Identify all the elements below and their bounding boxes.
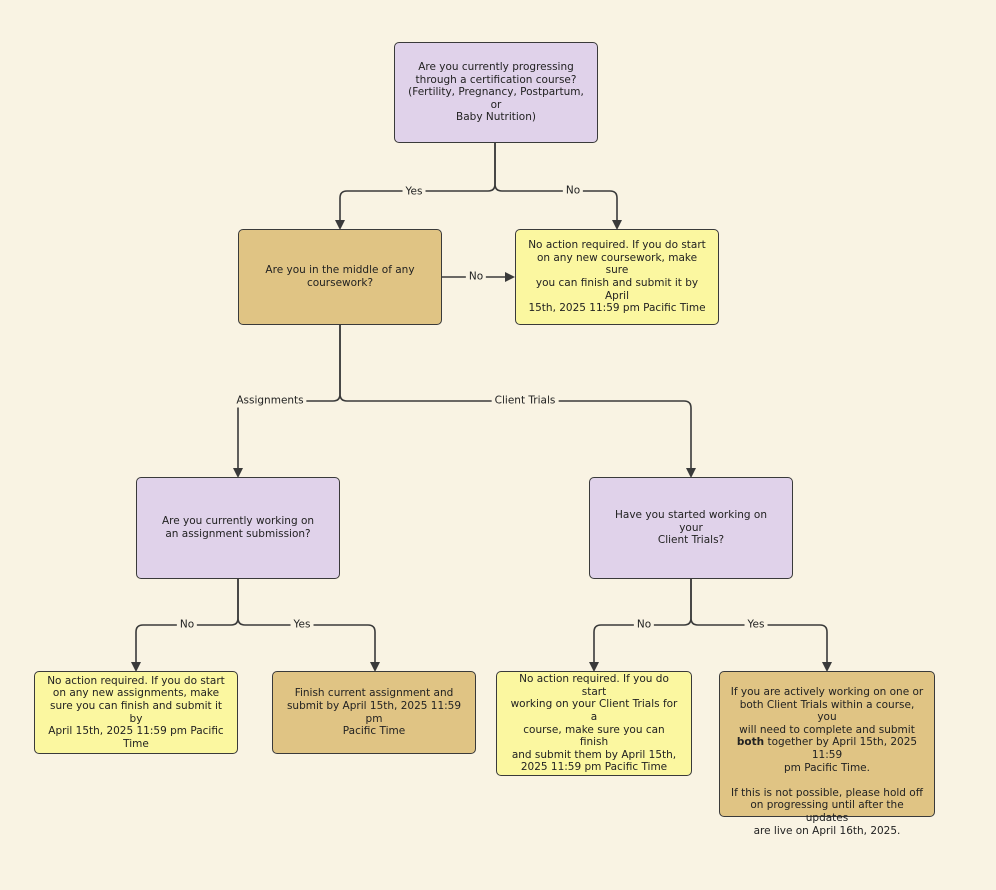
node-coursework-question: Are you in the middle of any coursework?	[238, 229, 442, 325]
client-trials-line-4: together by April 15th, 2025 11:59	[764, 736, 918, 761]
client-trials-line-2: both Client Trials within a course, you	[739, 698, 915, 724]
client-trials-line-3: will need to complete and submit	[739, 723, 915, 736]
node-no-coursework-text: No action required. If you do start on a…	[528, 239, 706, 315]
client-trials-line-5: pm Pacific Time.	[784, 761, 870, 774]
node-no-coursework-action: No action required. If you do start on a…	[515, 229, 719, 325]
edge-cert-no	[494, 143, 622, 230]
edge-label-client-trials-no: No	[633, 618, 655, 632]
node-coursework-text: Are you in the middle of any coursework?	[265, 264, 415, 289]
client-trials-line-1: If you are actively working on one or	[730, 686, 924, 698]
node-finish-assignment-action: Finish current assignment and submit by …	[272, 671, 476, 754]
client-trials-para2-line-2: on progressing until after the updates	[750, 799, 904, 824]
client-trials-bold-both: both	[736, 736, 765, 749]
edge-label-assignments: Assignments	[233, 394, 307, 408]
node-no-client-trials-text: No action required. If you do start work…	[510, 673, 678, 774]
node-client-trials-action: If you are actively working on one or bo…	[719, 671, 935, 837]
node-assignment-question: Are you currently working on an assignme…	[136, 477, 340, 579]
edge-label-client-trials-yes: Yes	[744, 618, 768, 632]
node-client-trials-text: Have you started working on your Client …	[615, 509, 767, 547]
edge-label-assignment-no: No	[176, 618, 198, 632]
node-certification-question: Are you currently progressing through a …	[394, 42, 598, 143]
edge-label-cert-no: No	[562, 184, 584, 198]
node-certification-text: Are you currently progressing through a …	[408, 61, 584, 124]
node-no-client-trials-action: No action required. If you do start work…	[496, 671, 692, 776]
client-trials-para2-line-3: are live on April 16th, 2025.	[753, 824, 901, 837]
node-no-assignment-action: No action required. If you do start on a…	[34, 671, 238, 754]
node-client-trials-question: Have you started working on your Client …	[589, 477, 793, 579]
node-assignment-text: Are you currently working on an assignme…	[161, 515, 315, 540]
client-trials-para2-line-1: If this is not possible, please hold off	[731, 786, 923, 799]
node-no-assignment-text: No action required. If you do start on a…	[47, 674, 225, 750]
edge-label-coursework-no: No	[465, 270, 487, 284]
node-finish-assignment-text: Finish current assignment and submit by …	[286, 687, 462, 738]
edge-label-assignment-yes: Yes	[290, 618, 314, 632]
edge-label-client-trials: Client Trials	[491, 394, 559, 408]
edge-label-cert-yes: Yes	[402, 185, 426, 199]
